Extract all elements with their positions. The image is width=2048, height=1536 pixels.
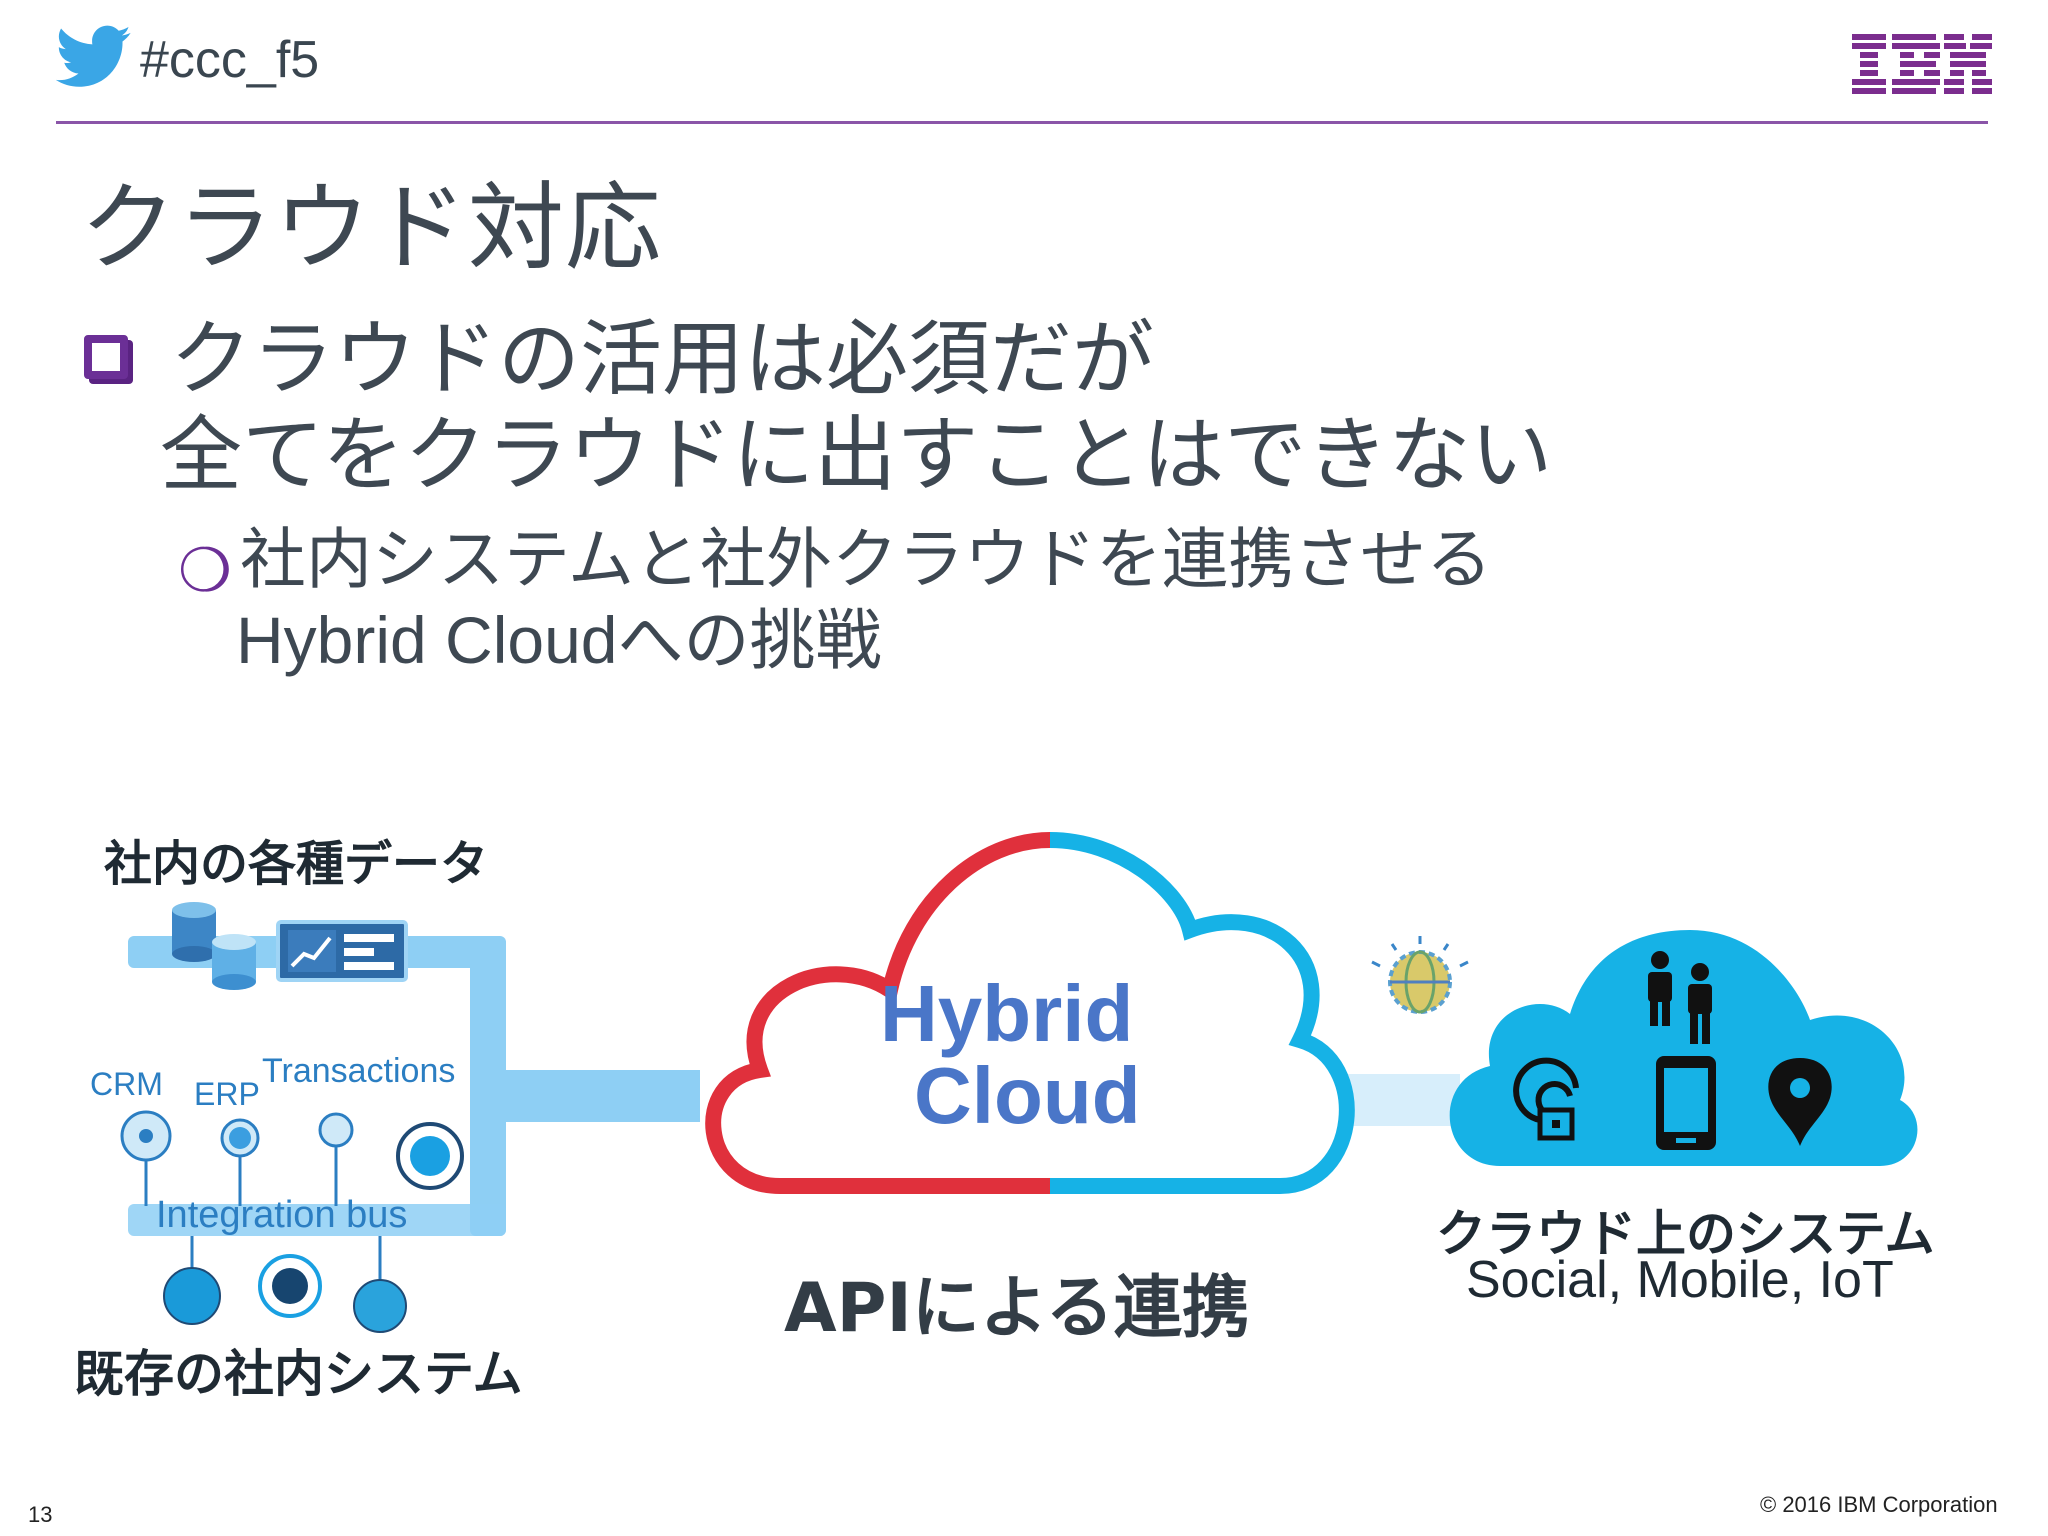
crm-label: CRM [90, 1066, 163, 1102]
circle-bullet-icon: ❍ [178, 536, 232, 606]
cloud-systems-label: クラウド上のシステム [1436, 1205, 1935, 1263]
cloud-label-line-1: Hybrid [880, 969, 1134, 1058]
bullet-line-2: 全てをクラウドに出すことはできない [160, 408, 1553, 503]
header-divider [56, 121, 1988, 124]
cloud-systems-sublabel: Social, Mobile, IoT [1466, 1251, 1894, 1309]
dashboard-chart-icon [276, 920, 408, 982]
social-signal-icon [1513, 1057, 1579, 1141]
cloud-right-outline [1049, 832, 1355, 1194]
watson-globe-icon [1371, 936, 1469, 1014]
legacy-systems-label: 既存の社内システム [74, 1345, 523, 1403]
page-title: クラウド対応 [80, 172, 662, 284]
hashtag-text: #ccc_f5 [140, 31, 320, 89]
erp-label: ERP [194, 1076, 260, 1112]
integration-bus-label: Integration bus [156, 1194, 408, 1236]
cloud-label-line-2: Cloud [914, 1051, 1141, 1140]
cloud-left-outline [705, 832, 1051, 1194]
location-pin-icon [1768, 1058, 1832, 1146]
api-label: APIによる連携 [784, 1269, 1250, 1348]
copyright: © 2016 IBM Corporation [1760, 1492, 1998, 1517]
transactions-label: Transactions [262, 1052, 456, 1090]
page-number: 13 [28, 1502, 53, 1527]
internal-data-label: 社内の各種データ [104, 836, 489, 892]
sub-bullet-line-1: 社内システムと社外クラウドを連携させる [240, 521, 1493, 598]
square-bullet-icon [84, 335, 128, 379]
sub-bullet-line-2: Hybrid Cloudへの挑戦 [236, 603, 882, 677]
ibm-logo [1852, 34, 1992, 94]
bullet-line-1: クラウドの活用は必須だが [170, 312, 1155, 407]
cloud-link-pipe [1340, 1074, 1460, 1126]
people-icon [1648, 951, 1712, 1044]
mobile-phone-icon [1656, 1056, 1716, 1150]
twitter-bird-icon [56, 25, 131, 87]
database-icon [172, 902, 256, 990]
